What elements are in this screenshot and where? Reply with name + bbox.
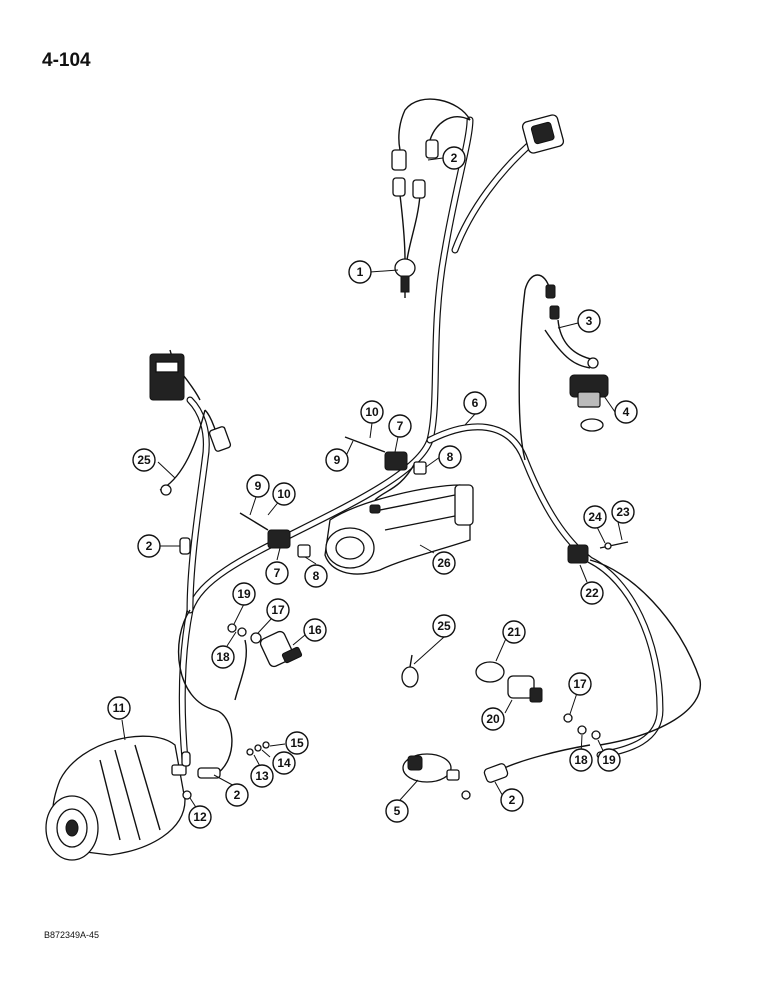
component-plug-left: [149, 353, 232, 496]
callout-2: 2: [500, 788, 524, 812]
callout-2: 2: [225, 783, 249, 807]
callouts: 1 2 3 4 10 7 6 9 8 25 9 10 2 7 8 26 24 2…: [107, 146, 638, 829]
callout-label: 19: [602, 753, 616, 767]
callout-label: 16: [308, 623, 322, 637]
callout-label: 1: [357, 265, 364, 279]
callout-label: 17: [573, 677, 587, 691]
callout-5: 5: [385, 799, 409, 823]
callout-label: 2: [234, 788, 241, 802]
callout-label: 21: [507, 625, 521, 639]
main-harness: [178, 116, 664, 764]
callout-label: 17: [271, 603, 285, 617]
callout-label: 2: [146, 539, 153, 553]
callout-17: 17: [266, 598, 290, 622]
callout-12: 12: [188, 805, 212, 829]
callout-8: 8: [304, 564, 328, 588]
callout-label: 8: [313, 569, 320, 583]
callout-label: 19: [237, 587, 251, 601]
callout-4: 4: [614, 400, 638, 424]
callout-label: 25: [437, 619, 451, 633]
callout-label: 2: [509, 793, 516, 807]
callout-label: 7: [274, 566, 281, 580]
callout-label: 8: [447, 450, 454, 464]
callout-10: 10: [360, 400, 384, 424]
figure-reference: B872349A-45: [44, 930, 100, 940]
callout-2: 2: [442, 146, 466, 170]
callout-18: 18: [211, 645, 235, 669]
callout-label: 25: [137, 453, 151, 467]
callout-8: 8: [438, 445, 462, 469]
callout-label: 14: [277, 756, 291, 770]
callout-label: 22: [585, 586, 599, 600]
callout-label: 26: [437, 556, 451, 570]
callout-24: 24: [583, 505, 607, 529]
callout-label: 23: [616, 505, 630, 519]
callout-17: 17: [568, 672, 592, 696]
callout-label: 12: [193, 810, 207, 824]
component-sender-20: [475, 661, 543, 703]
callout-label: 18: [574, 753, 588, 767]
callout-7: 7: [265, 561, 289, 585]
callout-25: 25: [432, 614, 456, 638]
component-switch-3-4: [545, 284, 609, 432]
component-sender-16: [227, 623, 303, 668]
callout-16: 16: [303, 618, 327, 642]
component-terminals-right: [563, 713, 601, 740]
callout-1: 1: [348, 260, 372, 284]
callout-label: 13: [255, 769, 269, 783]
component-clip-25: [401, 654, 419, 688]
leader-lines: [121, 157, 623, 813]
callout-13: 13: [250, 764, 274, 788]
component-starter-26: [324, 484, 474, 575]
callout-label: 5: [394, 804, 401, 818]
callout-label: 9: [334, 453, 341, 467]
callout-9: 9: [246, 474, 270, 498]
callout-26: 26: [432, 551, 456, 575]
callout-label: 9: [255, 479, 262, 493]
callout-19: 19: [232, 582, 256, 606]
callout-23: 23: [611, 500, 635, 524]
component-harness-connector: [521, 114, 565, 154]
callout-label: 20: [486, 712, 500, 726]
callout-9: 9: [325, 448, 349, 472]
component-alternator-11: [45, 735, 270, 861]
component-clamps: [239, 436, 629, 564]
callout-6: 6: [463, 391, 487, 415]
callout-18: 18: [569, 748, 593, 772]
callout-label: 10: [277, 487, 291, 501]
callout-label: 2: [451, 151, 458, 165]
page-number: 4-104: [42, 50, 91, 71]
component-switch-5: [402, 753, 509, 800]
callout-label: 11: [113, 701, 126, 715]
callout-7: 7: [388, 414, 412, 438]
callout-label: 6: [472, 396, 479, 410]
callout-15: 15: [285, 731, 309, 755]
callout-20: 20: [481, 707, 505, 731]
callout-10: 10: [272, 482, 296, 506]
callout-2: 2: [137, 534, 161, 558]
component-sender-1: [391, 139, 439, 298]
callout-label: 10: [365, 405, 379, 419]
callout-label: 7: [397, 419, 404, 433]
callout-22: 22: [580, 581, 604, 605]
callout-14: 14: [272, 751, 296, 775]
callout-label: 3: [586, 314, 593, 328]
callout-25: 25: [132, 448, 156, 472]
callout-11: 11: [107, 696, 131, 720]
callout-label: 4: [623, 405, 630, 419]
callout-label: 15: [290, 736, 304, 750]
callout-label: 24: [588, 510, 602, 524]
callout-label: 18: [216, 650, 230, 664]
callout-19: 19: [597, 748, 621, 772]
callout-3: 3: [577, 309, 601, 333]
callout-21: 21: [502, 620, 526, 644]
